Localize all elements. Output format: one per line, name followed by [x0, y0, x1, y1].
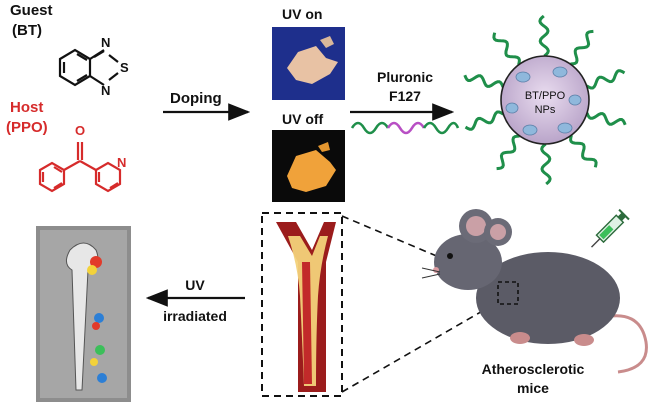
micelle-tail	[569, 134, 598, 168]
bt-molecule	[58, 48, 119, 87]
micelle-tail	[540, 142, 552, 186]
mice-label-1: Atherosclerotic	[481, 361, 585, 377]
np-label-2: NPs	[534, 104, 556, 116]
np-label-1: BT/PPO	[524, 90, 566, 102]
guest-abbr: (BT)	[12, 22, 42, 39]
micelle-tail	[496, 134, 520, 171]
doping-label: Doping	[170, 90, 222, 107]
micelle-tail	[585, 69, 626, 90]
micelle-tail	[570, 29, 594, 66]
uv-on-sample	[272, 27, 345, 100]
aorta-image	[36, 226, 131, 402]
micelle-tail	[492, 32, 521, 66]
guest-title: Guest	[10, 2, 53, 19]
pluronic-label-1: Pluronic	[376, 69, 433, 85]
ppo-molecule	[38, 142, 122, 193]
bt-atom-s: S	[120, 60, 129, 75]
bt-atom-n1: N	[101, 35, 111, 50]
micelle-tail	[585, 112, 627, 126]
micelle-tail	[464, 110, 505, 131]
inset-projection-bottom	[341, 301, 499, 393]
micelle-tail	[463, 74, 505, 88]
micelle-tail	[538, 14, 550, 58]
bt-atom-n2: N	[101, 83, 111, 98]
ppo-atom-n: N	[117, 155, 127, 170]
uv-irradiated-label-1: UV	[185, 277, 205, 293]
mouse	[421, 209, 648, 374]
uv-off-sample	[272, 130, 345, 202]
host-abbr: (PPO)	[6, 119, 48, 136]
host-title: Host	[10, 99, 44, 116]
pluronic-coil	[350, 121, 460, 135]
mice-label-2: mice	[517, 380, 549, 396]
ppo-atom-o: O	[75, 123, 86, 138]
uv-irradiated-label-2: irradiated	[163, 308, 227, 324]
np-micelle	[463, 14, 627, 186]
uv-on-label: UV on	[282, 6, 323, 22]
pluronic-label-2: F127	[389, 88, 421, 104]
inset-projection-top	[341, 215, 499, 283]
uv-off-label: UV off	[282, 111, 324, 127]
artery-section	[276, 222, 336, 392]
syringe-icon	[590, 208, 630, 248]
